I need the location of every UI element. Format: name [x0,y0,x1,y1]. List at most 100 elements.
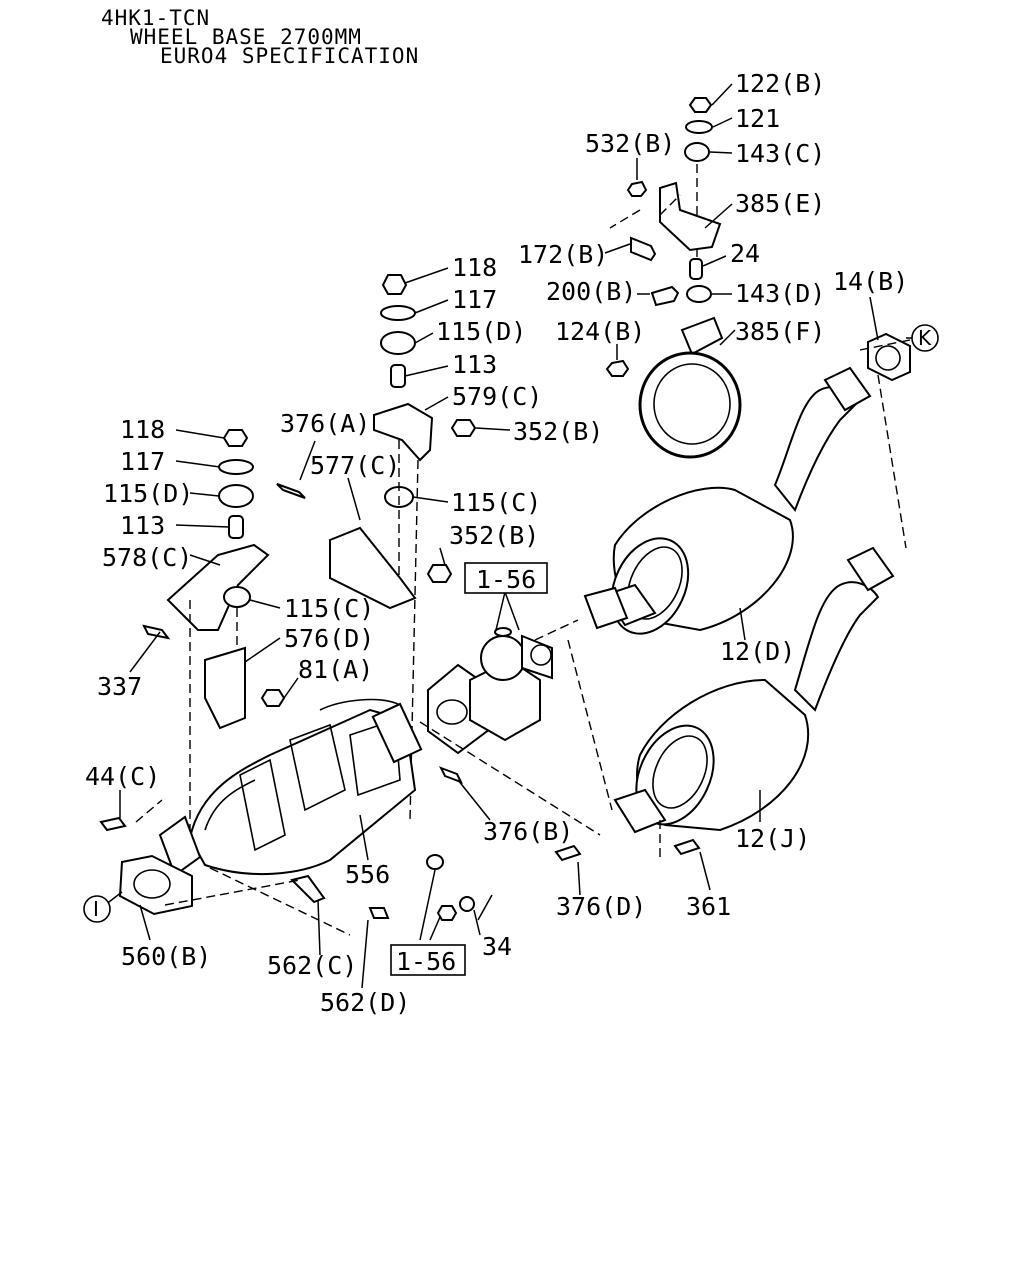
collar-113-left [228,515,244,539]
flange-12d-outlet [823,366,872,412]
label-376d[interactable]: 376(D) [556,892,646,921]
bracket-576d [204,646,246,730]
flange-12d-inlet [583,586,629,630]
nut-118-left [222,429,249,447]
label-34[interactable]: 34 [482,932,512,961]
label-385f[interactable]: 385(F) [735,317,825,346]
label-562d[interactable]: 562(D) [320,988,410,1017]
outlet-flange [371,702,423,764]
connection-marker-i [83,895,111,923]
bolt-376a [276,483,306,499]
label-578c[interactable]: 578(C) [102,543,192,572]
dpd-catalyst-assembly-556 [158,698,423,877]
label-560b[interactable]: 560(B) [121,942,211,971]
label-118-left[interactable]: 118 [120,415,165,444]
washer-117-left [218,459,254,475]
leader-lines [104,83,912,989]
connection-marker-k [911,324,939,352]
label-122b[interactable]: 122(B) [735,69,825,98]
inlet-flange [158,815,202,877]
ref-box-lower-label: 1-56 [396,947,456,976]
connection-marker-k-label: K [918,326,932,350]
ref-box-upper-label: 1-56 [476,565,536,594]
label-14b[interactable]: 14(B) [833,267,908,296]
label-172b[interactable]: 172(B) [518,240,608,269]
ref-box-lower[interactable] [390,944,466,976]
gasket-valve-rear [521,634,553,680]
diagram-title-line-3: EURO4 SPECIFICATION [160,44,420,68]
rubber-bushing-143c [684,142,710,162]
band-clamp-385f [638,351,742,459]
bolt-376b [438,766,464,784]
label-385e[interactable]: 385(E) [735,189,825,218]
washer-34 [459,896,475,912]
label-12j[interactable]: 12(J) [735,824,810,853]
washer-117-top [380,305,416,321]
label-376b[interactable]: 376(B) [483,817,573,846]
label-115d-left[interactable]: 115(D) [103,479,193,508]
clip-562c [290,874,326,904]
bushing-115c-left [223,586,251,608]
tailpipe-12j [793,581,880,712]
flange-12j-inlet [613,788,667,834]
label-576d[interactable]: 576(D) [284,624,374,653]
label-81a[interactable]: 81(A) [298,655,373,684]
connection-marker-i-label: I [93,897,99,921]
label-337[interactable]: 337 [97,672,142,701]
label-115c-left[interactable]: 115(C) [284,594,374,623]
nut-122b [688,97,713,113]
label-562c[interactable]: 562(C) [267,951,357,980]
nut-352b-top [450,419,477,437]
label-118-top[interactable]: 118 [452,253,497,282]
ref-box-upper[interactable] [464,562,548,594]
bushing-115d-top [380,331,416,355]
label-200b[interactable]: 200(B) [546,277,636,306]
label-12d[interactable]: 12(D) [720,637,795,666]
bracket-577c [329,526,417,610]
label-121[interactable]: 121 [735,104,780,133]
label-352b-mid[interactable]: 352(B) [449,521,539,550]
label-532b[interactable]: 532(B) [585,129,675,158]
mount-stack-left [142,429,453,840]
nut-lower [436,905,458,921]
exhaust-valve-assembly [427,627,553,755]
label-115c-mid[interactable]: 115(C) [451,488,541,517]
collar-113-top [390,364,406,388]
bracket-579c [373,402,434,462]
label-117-top[interactable]: 117 [452,285,497,314]
gasket-560b [118,854,193,916]
label-117-left[interactable]: 117 [120,447,165,476]
nut-352b-mid [426,564,453,583]
bushing-115d-left [218,484,254,508]
nut-532b [626,180,648,197]
nut-124b [605,359,630,377]
label-579c[interactable]: 579(C) [452,382,542,411]
gasket-14b [867,332,911,382]
bolt-337 [142,624,171,640]
label-352b-top[interactable]: 352(B) [513,417,603,446]
label-143d[interactable]: 143(D) [735,279,825,308]
nut-118-top [381,274,408,295]
label-44c[interactable]: 44(C) [85,762,160,791]
label-115d-top[interactable]: 115(D) [436,317,526,346]
label-143c[interactable]: 143(C) [735,139,825,168]
valve-actuator [480,635,526,681]
label-361[interactable]: 361 [686,892,731,921]
rubber-bushing-143d [686,285,712,303]
flange-12j-outlet [846,546,895,592]
muffler-12j [613,546,895,834]
label-113-left[interactable]: 113 [120,511,165,540]
diagram-title-line-1: 4HK1-TCN [101,6,211,30]
label-113-top[interactable]: 113 [452,350,497,379]
label-24[interactable]: 24 [730,239,760,268]
label-556[interactable]: 556 [345,860,390,889]
diagram-title-line-2: WHEEL BASE 2700MM [130,25,362,49]
label-376a[interactable]: 376(A) [280,409,370,438]
bracket-385f-top [680,316,724,356]
bolt-361 [673,838,701,856]
label-577c[interactable]: 577(C) [310,451,400,480]
bolt-200b [650,285,680,307]
label-124b[interactable]: 124(B) [555,317,645,346]
bolt-376d [554,844,582,862]
